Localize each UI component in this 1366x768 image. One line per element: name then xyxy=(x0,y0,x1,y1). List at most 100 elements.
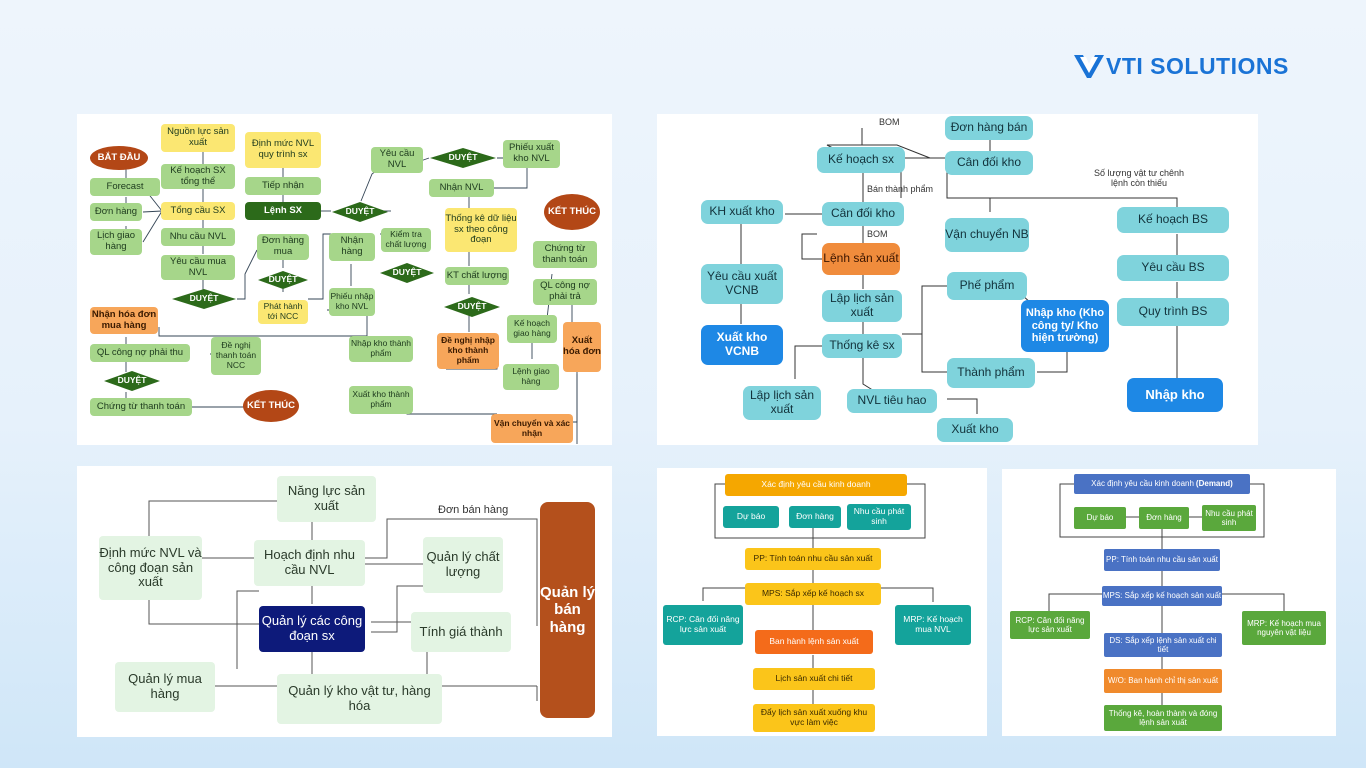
forecast-node: Forecast xyxy=(90,178,160,196)
production-order-node: Lệnh SX xyxy=(245,202,321,220)
sales-order-label: Đơn bán hàng xyxy=(438,504,509,516)
business-demand-text: Xác định yêu cầu kinh doanh xyxy=(1091,479,1194,489)
mes-flow-panel: Xác định yêu cầu kinh doanh (Demand) Dự … xyxy=(1002,469,1336,736)
forecast-node: Dự báo xyxy=(723,506,779,528)
total-demand-node: Tổng cầu SX xyxy=(161,202,235,220)
rcp-node: RCP: Cân đối năng lực sản xuất xyxy=(663,605,743,645)
issue-order-node: Ban hành lệnh sản xuất xyxy=(755,630,873,654)
inventory-management-node: Quản lý kho vật tư, hàng hóa xyxy=(277,674,442,724)
material-request-node: Yêu cầu NVL xyxy=(371,147,423,173)
delivery-order-node: Lệnh giao hàng xyxy=(503,364,559,390)
order-node: Đơn hàng xyxy=(1139,507,1189,529)
finished-goods-issue-node: Xuất kho thành phẩm xyxy=(349,386,413,414)
arising-demand-node: Nhu cầu phát sinh xyxy=(847,504,911,530)
purchase-request-node: Yêu cầu mua NVL xyxy=(161,255,235,280)
material-consumption-node: NVL tiêu hao xyxy=(847,389,937,413)
approve-diamond-3-icon xyxy=(430,148,496,168)
sales-order-node: Đơn hàng bán xyxy=(945,116,1033,140)
inventory-balance-node-2: Cân đối kho xyxy=(822,202,904,226)
mrp-node: MRP: Kế hoạch mua NVL xyxy=(895,605,971,645)
order-node: Đơn hàng xyxy=(90,203,142,221)
approve-diamond-2: DUYỆT xyxy=(345,206,375,217)
send-to-supplier-node: Phát hành tới NCC xyxy=(258,300,308,324)
transfer-issue-node: Xuất kho VCNB xyxy=(701,325,783,365)
payment-voucher-node-2: Chứng từ thanh toán xyxy=(90,398,192,416)
warehouse-receipt-site-node: Nhập kho (Kho công ty/ Kho hiện trường) xyxy=(1021,300,1109,352)
production-stats-node: Thống kê sx xyxy=(822,334,902,358)
master-plan-node: Kế hoạch SX tổng thể xyxy=(161,164,235,189)
finished-goods-receipt-node: Nhập kho thành phẩm xyxy=(349,336,413,362)
sales-management-node: Quản lý bán hàng xyxy=(540,502,595,718)
delivery-plan-node: Kế hoạch giao hàng xyxy=(507,315,557,343)
replenish-request-node: Yêu cầu BS xyxy=(1117,255,1229,281)
finished-goods-node: Thành phẩm xyxy=(947,358,1035,388)
production-order-node: Lệnh sản xuất xyxy=(822,243,900,275)
supplier-payment-request-node: Đề nghị thanh toán NCC xyxy=(211,337,261,375)
pp-node: PP: Tính toán nhu cầu sản xuất xyxy=(1104,549,1220,571)
mrp-node: MRP: Kế hoạch mua nguyên vật liệu xyxy=(1242,611,1326,645)
material-receipt-slip-node: Phiếu nhập kho NVL xyxy=(329,288,375,316)
production-statistics-node: Thống kê dữ liệu sx theo công đoạn xyxy=(445,208,517,252)
dispatch-schedule-node: Đẩy lịch sản xuất xuống khu vực làm việc xyxy=(753,704,875,732)
module-diagram-panel: Năng lực sản xuất Đơn bán hàng Quản lý b… xyxy=(77,466,612,737)
issue-plan-node: KH xuất kho xyxy=(701,200,783,224)
approve-diamond-7-icon xyxy=(104,371,160,391)
production-flowchart-panel: BẮT ĐẦU Forecast Đơn hàng Lịch giao hàng… xyxy=(77,114,612,445)
quality-management-node: Quản lý chất lượng xyxy=(423,537,503,593)
mrp-node: Hoạch định nhu cầu NVL xyxy=(254,540,365,586)
demand-bold-text: (Demand) xyxy=(1195,479,1233,489)
purchase-order-node: Đơn hàng mua xyxy=(257,234,309,260)
scheduling-node: Lập lịch sản xuất xyxy=(822,290,902,322)
approve-diamond-4: DUYỆT xyxy=(457,301,487,312)
transport-confirm-node: Vận chuyển và xác nhận xyxy=(491,414,573,443)
rcp-node: RCP: Cân đối năng lực sản xuất xyxy=(1010,611,1090,639)
business-demand-node: Xác định yêu cầu kinh doanh (Demand) xyxy=(1074,474,1250,494)
ds-node: DS: Sắp xếp lệnh sản xuất chi tiết xyxy=(1104,633,1222,657)
vti-logo-mark-icon xyxy=(1074,55,1104,78)
approve-diamond-3: DUYỆT xyxy=(448,152,478,163)
receivable-node: QL công nợ phải thu xyxy=(90,344,190,362)
approve-diamond-6: DUYỆT xyxy=(392,267,422,278)
pp-node: PP: Tính toán nhu cầu sản xuất xyxy=(745,548,881,570)
shortage-quantity-label: Số lượng vật tư chênh lệnh còn thiếu xyxy=(1094,168,1184,189)
bom-standard-node: Định mức NVL quy trình sx xyxy=(245,132,321,168)
inventory-balance-node: Cân đối kho xyxy=(945,151,1033,175)
replenish-process-node: Quy trình BS xyxy=(1117,298,1229,326)
mps-node: MPS: Sắp xếp kế hoạch sản xuất xyxy=(1102,586,1222,606)
production-plan-node: Kế hoạch sx xyxy=(817,147,905,173)
vti-logo: VTI SOLUTIONS xyxy=(1074,50,1289,82)
purchase-invoice-node: Nhận hóa đơn mua hàng xyxy=(90,307,158,334)
material-need-node: Nhu cầu NVL xyxy=(161,228,235,246)
delivery-schedule-node: Lịch giao hàng xyxy=(90,229,142,255)
payable-node: QL công nợ phải trả xyxy=(533,279,597,305)
goods-receipt-node: Nhận hàng xyxy=(329,233,375,261)
internal-transport-node: Vận chuyển NB xyxy=(945,218,1029,252)
approve-diamond-4-icon xyxy=(444,297,500,317)
panel3-connectors xyxy=(148,500,538,701)
scrap-node: Phế phẩm xyxy=(947,272,1027,300)
arising-demand-node: Nhu cầu phát sinh xyxy=(1202,505,1256,531)
approve-diamond-1-icon xyxy=(172,289,236,309)
order-node: Đơn hàng xyxy=(789,506,841,528)
detailed-schedule-node: Lịch sản xuất chi tiết xyxy=(753,668,875,690)
scheduling-node-2: Lập lịch sản xuất xyxy=(743,386,821,420)
production-resource-node: Nguồn lực sản xuất xyxy=(161,124,235,152)
mps-node: MPS: Sắp xếp kế hoạch sx xyxy=(745,583,881,605)
approve-diamond-5-icon xyxy=(258,271,308,289)
receive-node: Tiếp nhận xyxy=(245,177,321,195)
cost-calculation-node: Tính giá thành xyxy=(411,612,511,652)
semi-finished-label: Bán thành phẩm xyxy=(867,184,934,194)
warehouse-issue-node: Xuất kho xyxy=(937,418,1013,442)
payment-voucher-node: Chứng từ thanh toán xyxy=(533,241,597,268)
forecast-node: Dự báo xyxy=(1074,507,1126,529)
mps-flow-panel: Xác định yêu cầu kinh doanh Dự báo Đơn h… xyxy=(657,468,987,736)
approve-diamond-5: DUYỆT xyxy=(268,274,298,285)
operations-management-node: Quản lý các công đoạn sx xyxy=(259,606,365,652)
approve-diamond-6-icon xyxy=(380,263,434,283)
end-node-2: KẾT THÚC xyxy=(243,390,299,422)
approve-diamond-1: DUYỆT xyxy=(189,293,219,304)
business-demand-node: Xác định yêu cầu kinh doanh xyxy=(725,474,907,496)
approve-diamond-7: DUYỆT xyxy=(117,375,147,386)
issue-invoice-node: Xuất hóa đơn xyxy=(563,322,601,372)
finished-goods-request-node: Đề nghị nhập kho thành phẩm xyxy=(437,333,499,369)
